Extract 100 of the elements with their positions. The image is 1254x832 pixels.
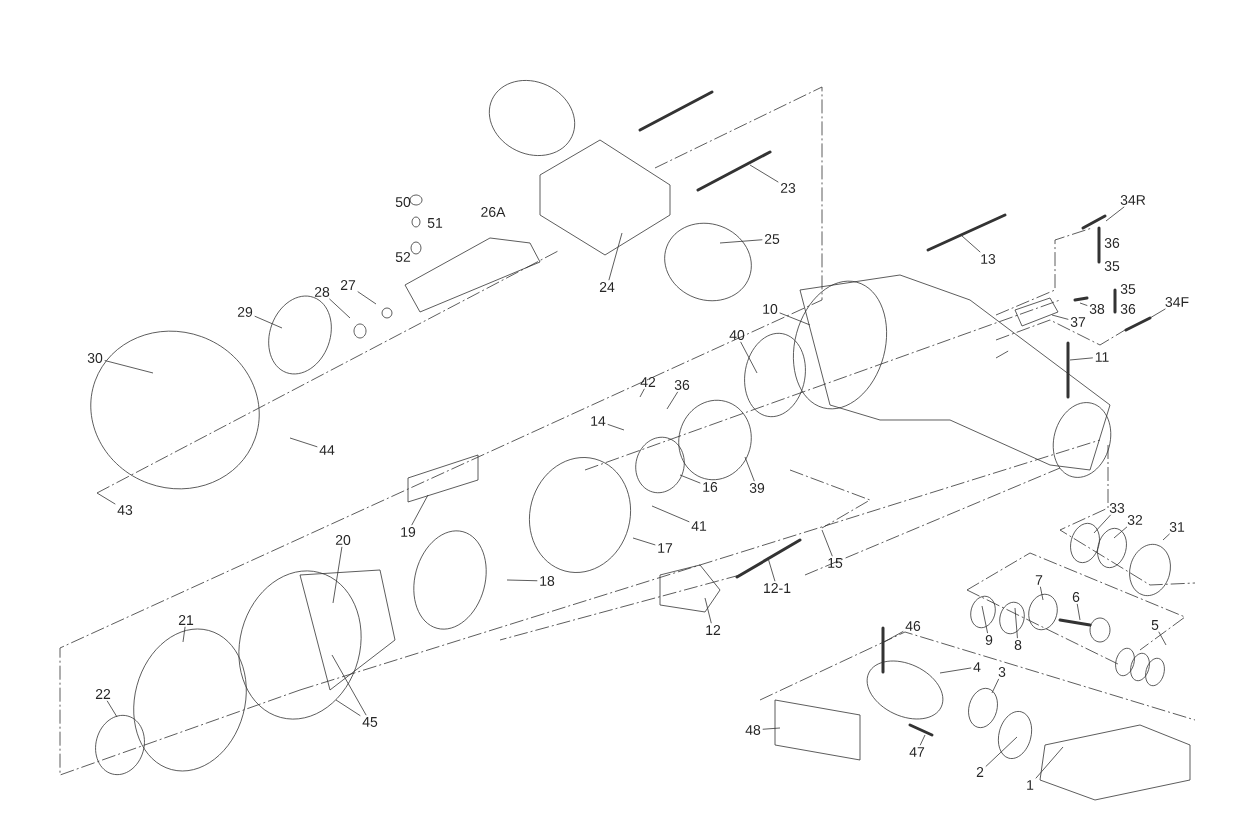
leader-line [104, 360, 154, 374]
callout-number: 5 [1151, 620, 1159, 630]
leader-line [608, 232, 623, 281]
callout-number: 23 [780, 183, 796, 193]
callout-number: 13 [981, 254, 996, 264]
callout-number: 3 [998, 667, 1006, 677]
leader-line [719, 239, 763, 244]
callout-number: 2 [976, 767, 984, 777]
callout-number: 46 [905, 621, 921, 631]
callout-number: 19 [401, 527, 416, 537]
callout-number: 35 [1120, 284, 1136, 294]
leader-line [506, 579, 538, 582]
leader-line [740, 341, 758, 374]
leader-line [985, 736, 1018, 767]
leader-line [1039, 586, 1044, 601]
leader-line [289, 437, 318, 448]
callout-number: 7 [1035, 575, 1043, 585]
callout-number: 12 [706, 625, 721, 635]
callout-number: 8 [1014, 640, 1022, 650]
leader-line [704, 597, 712, 624]
callout-number: 52 [395, 252, 411, 262]
leader-line [329, 298, 351, 319]
callout-number: 26A [481, 207, 506, 217]
callout-number: 42 [640, 377, 656, 387]
leader-line [883, 630, 904, 643]
callout-number: 32 [1127, 515, 1143, 525]
callout-number: 33 [1109, 503, 1125, 513]
callout-number: 10 [763, 304, 778, 314]
leader-line [639, 388, 645, 398]
callout-number: 38 [1089, 304, 1105, 314]
callout-number: 47 [909, 747, 925, 757]
leader-line [1076, 603, 1081, 621]
callout-number: 18 [540, 576, 555, 586]
callout-number: 43 [117, 505, 133, 515]
leader-line [1051, 314, 1069, 320]
leader-line [749, 164, 779, 183]
callout-number: 11 [1095, 352, 1109, 362]
callout-number: 44 [319, 445, 335, 455]
callout-number: 36 [674, 380, 690, 390]
callout-number: 50 [395, 197, 411, 207]
leader-line [1158, 631, 1167, 646]
leader-line [1113, 526, 1128, 539]
leader-line [335, 699, 361, 717]
leader-line [651, 505, 690, 523]
callout-number: 24 [599, 282, 615, 292]
leader-line [767, 557, 776, 582]
callout-number: 40 [729, 330, 745, 340]
leader-line [919, 734, 926, 746]
leader-line [254, 315, 283, 329]
callout-number: 51 [427, 218, 443, 228]
callout-number: 34R [1120, 195, 1146, 205]
callout-number: 14 [591, 416, 606, 426]
leader-line [96, 492, 116, 505]
leader-line [632, 537, 656, 546]
leader-line [607, 423, 625, 431]
callout-number: 37 [1070, 317, 1086, 327]
leader-line [779, 312, 811, 326]
callout-number: 15 [828, 558, 843, 568]
leader-line [357, 291, 377, 305]
callout-number: 30 [87, 353, 103, 363]
callout-number: 21 [178, 615, 194, 625]
leader-line [411, 494, 429, 526]
leader-line [744, 456, 755, 482]
leader-line [1162, 533, 1170, 541]
leader-line [821, 529, 833, 557]
callout-number: 22 [95, 689, 111, 699]
callout-number: 6 [1072, 592, 1080, 602]
leader-line [1035, 746, 1064, 779]
callout-number: 39 [749, 483, 765, 493]
leader-line [106, 700, 118, 718]
callout-number: 35 [1104, 261, 1120, 271]
leader-line [762, 727, 781, 730]
callout-number: 36 [1120, 304, 1136, 314]
leader-line [1093, 514, 1112, 534]
callout-number: 20 [335, 535, 351, 545]
leader-line [182, 626, 186, 643]
callout-number: 41 [691, 521, 707, 531]
callout-number: 4 [973, 662, 981, 672]
leader-line [1149, 308, 1166, 319]
callout-number: 17 [658, 543, 673, 553]
callout-number: 36 [1104, 238, 1120, 248]
leader-line [331, 654, 367, 716]
leader-line [679, 474, 701, 484]
leader-line [939, 667, 972, 674]
callout-number: 29 [237, 307, 253, 317]
callout-number: 12-1 [764, 583, 791, 593]
callout-number: 45 [362, 717, 378, 727]
leader-line [991, 678, 1000, 694]
callout-number: 34F [1165, 297, 1189, 307]
callout-number: 9 [985, 635, 993, 645]
callout-number: 28 [314, 287, 330, 297]
leader-line [332, 546, 343, 604]
leader-line [981, 605, 988, 634]
leader-line [1014, 607, 1018, 639]
callout-number: 16 [703, 482, 718, 492]
callout-number: 48 [745, 725, 761, 735]
callout-number: 27 [340, 280, 356, 290]
leader-line [1069, 357, 1094, 361]
leader-line [1079, 302, 1088, 306]
callout-number: 1 [1027, 780, 1034, 790]
